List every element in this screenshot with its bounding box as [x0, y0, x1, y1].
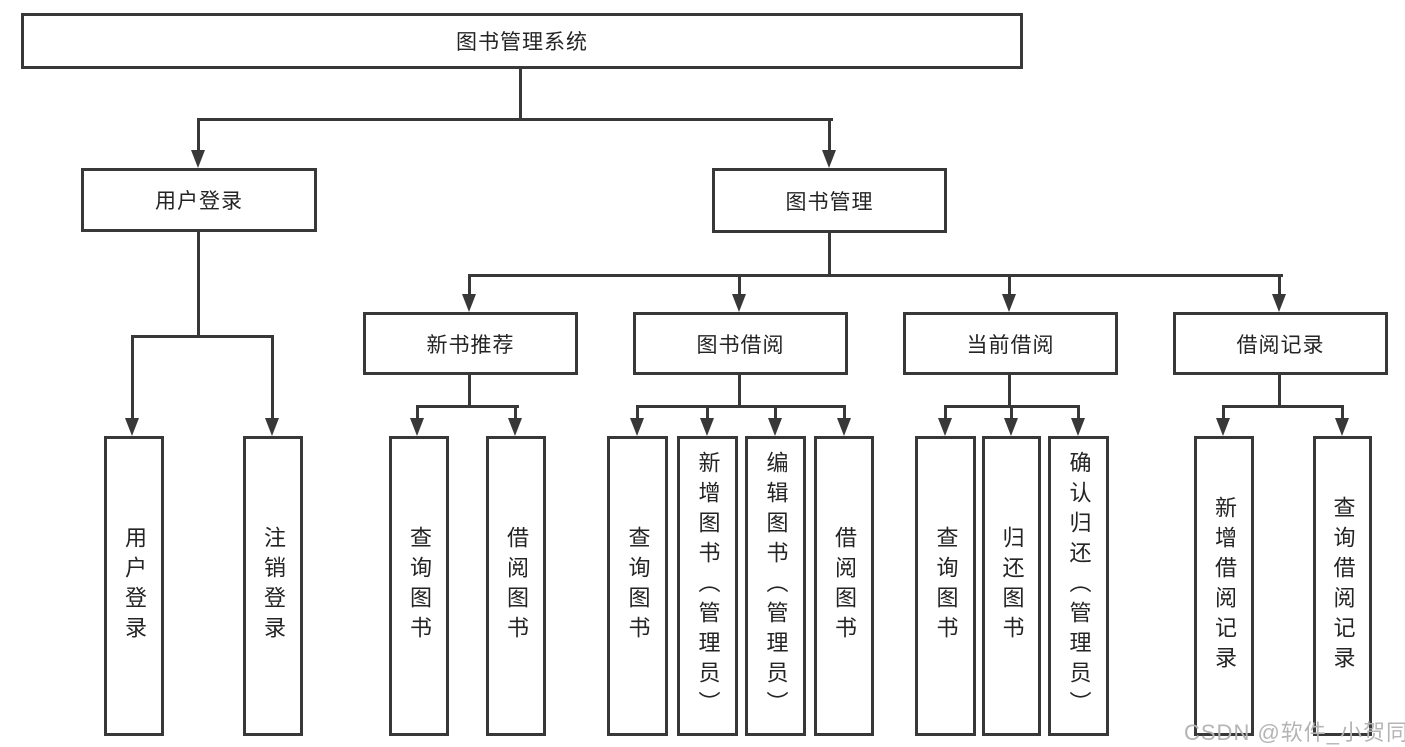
arrowhead [191, 150, 205, 168]
connector-line [197, 232, 200, 338]
node-new-book-recommend: 新书推荐 [363, 312, 578, 375]
connector-line [636, 405, 639, 421]
arrowhead [700, 418, 714, 436]
arrowhead [837, 418, 851, 436]
node-library-management-system: 图书管理系统 [21, 13, 1023, 69]
connector-line [843, 405, 846, 421]
arrowhead [1272, 294, 1286, 312]
node-label: 新增借阅记录 [1212, 496, 1237, 676]
node-label: 注销登录 [261, 526, 286, 646]
connector-line [636, 405, 846, 408]
connector-line [1222, 405, 1225, 421]
node-label: 归还图书 [999, 526, 1025, 646]
connector-line [1278, 375, 1281, 408]
node-current-borrowing: 当前借阅 [903, 312, 1118, 375]
connector-line [271, 335, 274, 420]
node-label: 图书管理 [785, 190, 874, 214]
connector-line [468, 274, 1283, 277]
node-book-management: 图书管理 [712, 168, 947, 233]
connector-line [944, 405, 947, 421]
arrowhead [1335, 418, 1349, 436]
arrowhead [125, 418, 139, 436]
node-label: 查询图书 [407, 526, 432, 646]
connector-line [416, 405, 419, 421]
node-label: 图书管理系统 [456, 31, 588, 54]
connector-line [1278, 274, 1281, 298]
leaf-bb-query-books: 查询图书 [607, 436, 668, 736]
connector-line [1341, 405, 1344, 421]
node-label: 查询借阅记录 [1330, 496, 1356, 676]
node-label: 借阅图书 [504, 526, 529, 646]
node-label: 借阅记录 [1236, 333, 1325, 357]
connector-line [1010, 405, 1013, 421]
leaf-logout: 注销登录 [243, 436, 303, 736]
arrowhead [410, 418, 424, 436]
leaf-br-add-record: 新增借阅记录 [1194, 436, 1254, 736]
connector-line [197, 118, 200, 154]
connector-line [131, 335, 274, 338]
node-user-login: 用户登录 [81, 168, 317, 232]
connector-line [706, 405, 709, 421]
connector-line [468, 375, 471, 408]
connector-line [828, 118, 831, 154]
arrowhead [462, 294, 476, 312]
leaf-cb-query-books: 查询图书 [915, 436, 976, 736]
connector-line [774, 405, 777, 421]
arrowhead [1216, 418, 1230, 436]
leaf-br-query-record: 查询借阅记录 [1313, 436, 1372, 736]
connector-line [416, 405, 519, 408]
node-label: 新增图书（管理员） [695, 451, 721, 721]
csdn-watermark: CSDN @软件_小贺同学 [1184, 720, 1405, 745]
node-label: 用户登录 [122, 526, 147, 646]
connector-line [738, 375, 741, 408]
leaf-bb-borrow-books: 借阅图书 [814, 436, 874, 736]
leaf-nbr-borrow-books: 借阅图书 [486, 436, 546, 736]
node-label: 当前借阅 [966, 333, 1055, 357]
node-label: 确认归还（管理员） [1066, 451, 1092, 721]
leaf-cb-confirm-return-admin: 确认归还（管理员） [1048, 436, 1109, 736]
leaf-bb-edit-book-admin: 编辑图书（管理员） [745, 436, 806, 736]
arrowhead [1071, 418, 1085, 436]
node-label: 编辑图书（管理员） [763, 451, 789, 721]
connector-line [514, 405, 517, 421]
arrowhead [508, 418, 522, 436]
leaf-bb-add-book-admin: 新增图书（管理员） [677, 436, 738, 736]
node-label: 查询图书 [933, 526, 959, 646]
connector-line [1077, 405, 1080, 421]
arrowhead [1002, 294, 1016, 312]
node-label: 借阅图书 [832, 526, 857, 646]
leaf-user-login: 用户登录 [104, 436, 164, 736]
arrowhead [822, 150, 836, 168]
leaf-nbr-query-books: 查询图书 [389, 436, 449, 736]
connector-line [131, 335, 134, 420]
node-label: 图书借阅 [696, 333, 785, 357]
connector-line [828, 233, 831, 277]
arrowhead [732, 294, 746, 312]
arrowhead [938, 418, 952, 436]
connector-line [197, 118, 833, 121]
node-label: 新书推荐 [426, 333, 515, 357]
connector-line [468, 274, 471, 298]
node-label: 查询图书 [625, 526, 651, 646]
connector-line [1222, 405, 1344, 408]
arrowhead [768, 418, 782, 436]
node-book-borrowing: 图书借阅 [633, 312, 848, 375]
connector-line [519, 69, 522, 120]
connector-line [1008, 375, 1011, 408]
arrowhead [630, 418, 644, 436]
node-label: 用户登录 [155, 190, 243, 213]
leaf-cb-return-books: 归还图书 [982, 436, 1041, 736]
arrowhead [1004, 418, 1018, 436]
node-borrowing-records: 借阅记录 [1173, 312, 1388, 375]
connector-line [1008, 274, 1011, 298]
arrowhead [265, 418, 279, 436]
connector-line [738, 274, 741, 298]
